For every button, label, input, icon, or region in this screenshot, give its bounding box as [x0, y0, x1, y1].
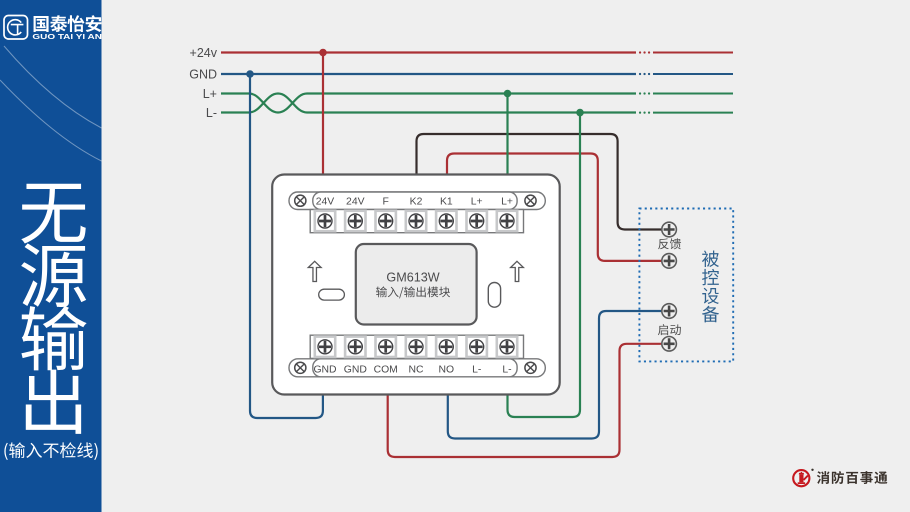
svg-text:24V: 24V [346, 197, 365, 208]
svg-text:L-: L- [472, 364, 481, 375]
svg-text:L+: L+ [501, 197, 513, 208]
svg-text:K2: K2 [410, 197, 423, 208]
svg-text:GND: GND [313, 364, 336, 375]
svg-text:COM: COM [374, 364, 398, 375]
svg-text:GND: GND [189, 67, 217, 81]
svg-text:NC: NC [408, 364, 424, 375]
svg-text:24V: 24V [316, 197, 335, 208]
svg-text:GND: GND [344, 364, 367, 375]
svg-text:L+: L+ [203, 87, 217, 101]
svg-text:L-: L- [502, 364, 511, 375]
svg-text:K1: K1 [440, 197, 453, 208]
svg-text:NO: NO [439, 364, 455, 375]
svg-text:GM613W: GM613W [386, 271, 439, 285]
svg-text:+24v: +24v [190, 46, 218, 60]
svg-text:F: F [383, 197, 389, 208]
svg-text:L+: L+ [471, 197, 483, 208]
svg-text:GUO TAI YI AN: GUO TAI YI AN [32, 33, 102, 41]
svg-text:L-: L- [206, 106, 217, 120]
